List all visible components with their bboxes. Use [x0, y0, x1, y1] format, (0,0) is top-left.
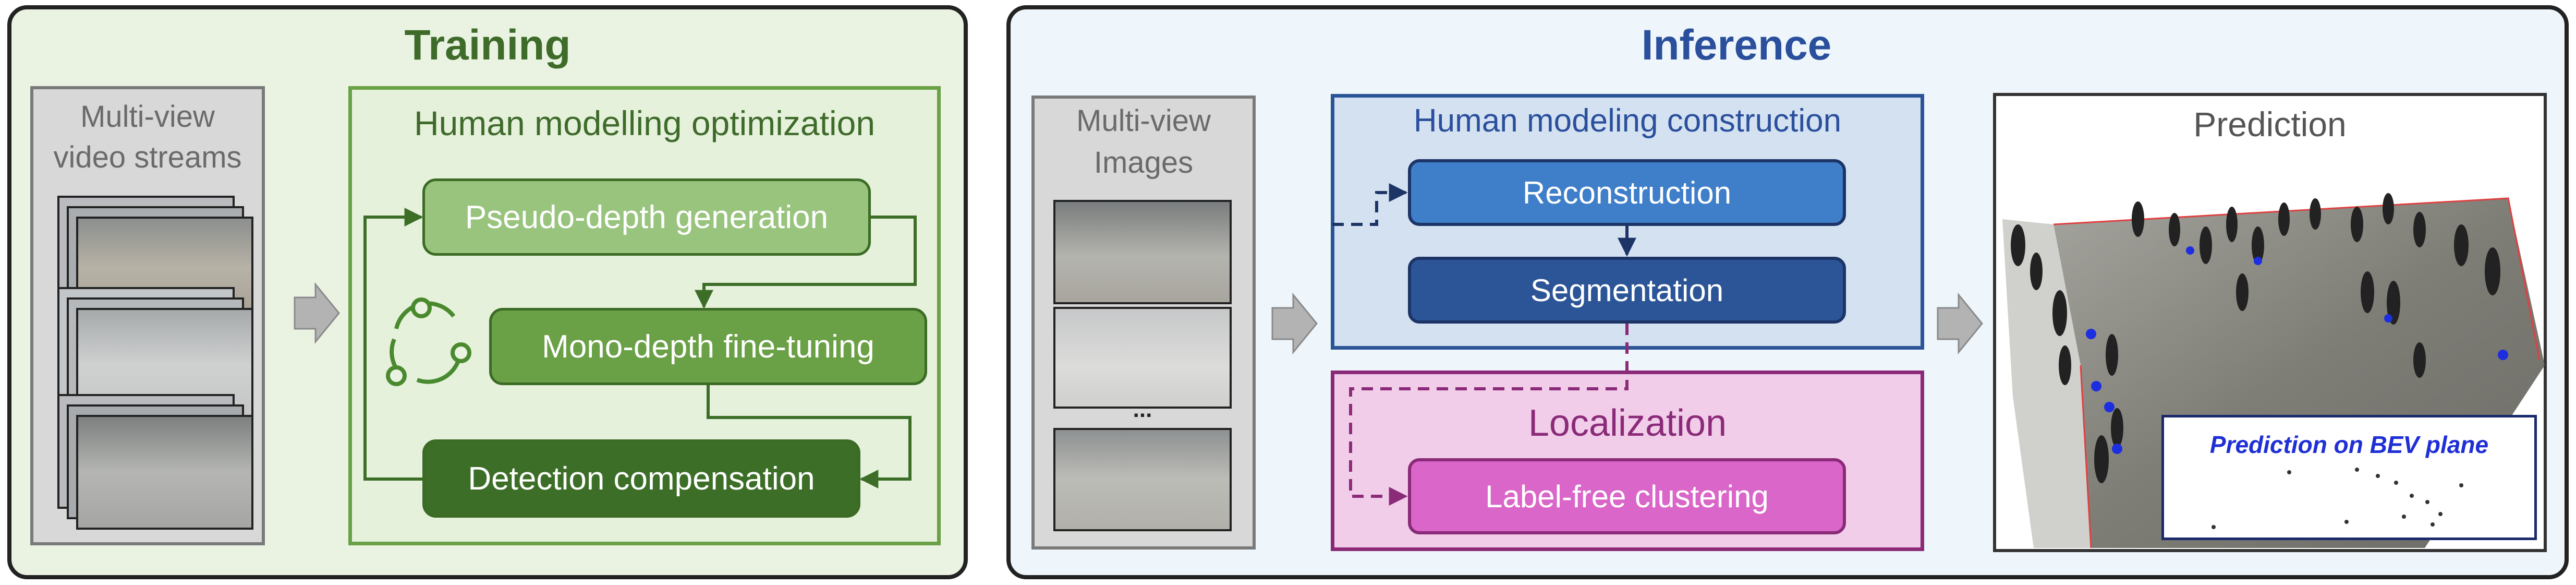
flow-pseudo-to-mono — [695, 216, 917, 309]
optimization-group-title: Human modelling optimization — [414, 104, 876, 142]
inference-title: Inference — [1641, 21, 1832, 69]
localization-group-title: Localization — [1528, 402, 1727, 444]
flow-segmentation-to-clustering — [1349, 324, 1629, 506]
flow-detection-to-pseudo — [363, 208, 423, 481]
arrow-right-icon — [1937, 292, 1983, 355]
training-input-label-1: Multi-view — [80, 100, 215, 134]
arrow-right-icon — [294, 282, 340, 344]
construction-group-title: Human modeling construction — [1413, 103, 1842, 139]
detected-positions — [2086, 246, 2508, 454]
pseudo-depth-generation-box: Pseudo-depth generation — [422, 178, 871, 256]
prediction-title: Prediction — [2193, 105, 2347, 144]
video-frame — [76, 415, 253, 530]
reconstruction-box: Reconstruction — [1408, 159, 1846, 226]
ellipsis-text: ... — [1133, 397, 1152, 422]
detection-compensation-box: Detection compensation — [422, 439, 860, 518]
mono-depth-fine-tuning-box: Mono-depth fine-tuning — [489, 308, 927, 385]
scene-boundary-line — [2080, 365, 2092, 548]
training-input-label-2: video streams — [53, 140, 242, 174]
arrow-right-icon — [1271, 292, 1318, 355]
scene-boundary-line — [2053, 197, 2541, 361]
bev-label: Prediction on BEV plane — [2209, 431, 2489, 458]
ground-plane-left — [2002, 219, 2091, 548]
segmentation-box: Segmentation — [1408, 257, 1846, 324]
inference-input-label-2: Images — [1093, 146, 1194, 180]
inference-input-label-1: Multi-view — [1076, 104, 1211, 138]
training-title: Training — [404, 21, 571, 69]
flow-mono-to-detection — [707, 385, 912, 488]
view-image-3 — [1053, 428, 1232, 531]
people-point-clouds — [2011, 193, 2500, 483]
refresh-cycle-icon — [386, 297, 471, 386]
label-free-clustering-box: Label-free clustering — [1408, 458, 1846, 534]
bev-inset — [2161, 415, 2537, 540]
flow-input-to-reconstruction — [1332, 183, 1408, 226]
view-image-1 — [1053, 200, 1232, 304]
view-image-2 — [1053, 307, 1232, 409]
